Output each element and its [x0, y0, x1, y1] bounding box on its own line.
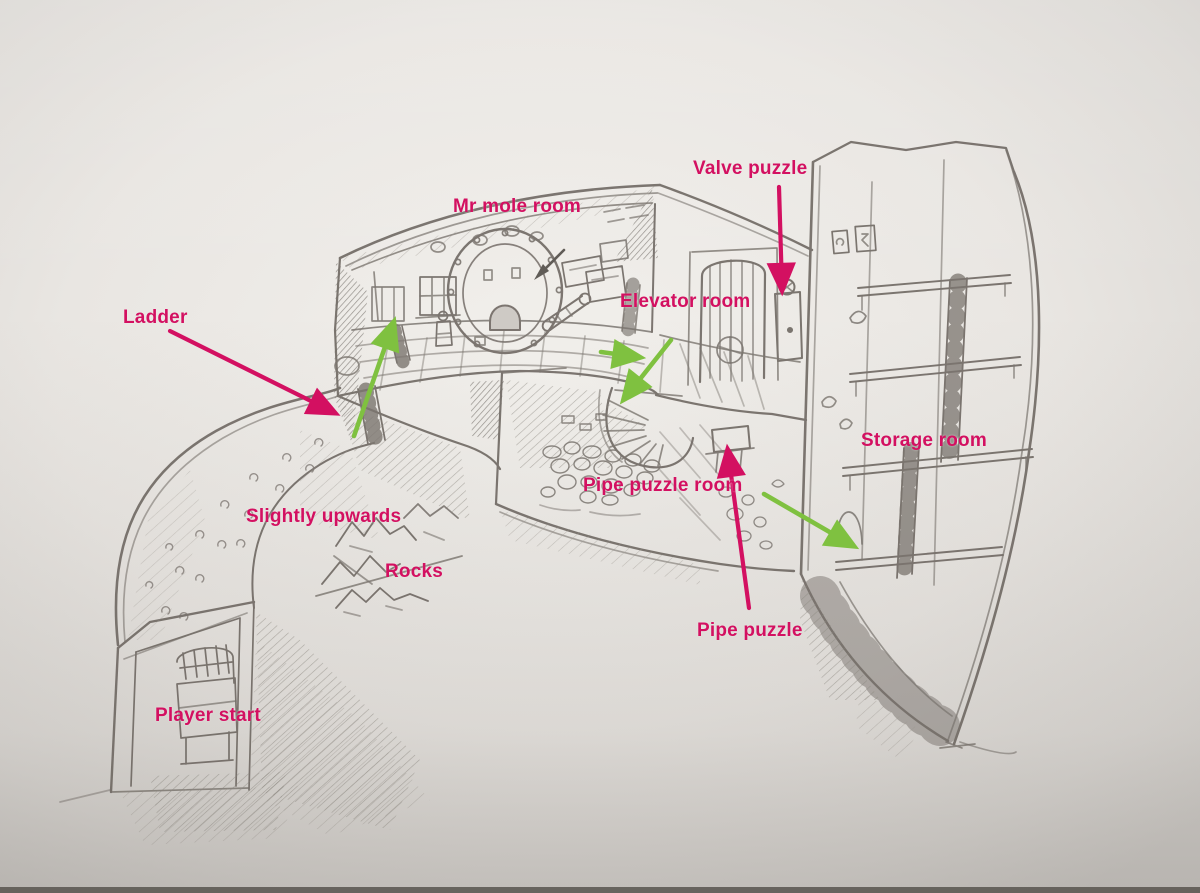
player-start-room-sketch	[59, 600, 430, 845]
label-slightly-upwards: Slightly upwards	[246, 506, 402, 527]
valve-puzzle-arrow	[766, 184, 796, 297]
storage-room-sketch	[799, 140, 1041, 760]
pipe-puzzle-arrow	[716, 443, 752, 611]
pipe-puzzle-room-sketch	[470, 367, 796, 585]
storage-green-arrow	[761, 491, 860, 550]
label-pipe-puzzle: Pipe puzzle	[697, 620, 803, 641]
label-ladder: Ladder	[123, 307, 188, 328]
label-valve-puzzle: Valve puzzle	[693, 158, 808, 179]
label-rocks: Rocks	[385, 561, 444, 582]
rocks-sketch	[315, 503, 463, 617]
label-player-start: Player start	[155, 705, 261, 726]
spiral-stairs-green-arrow	[619, 337, 674, 405]
ladder-arrow	[167, 328, 341, 416]
mole-room-sketch	[333, 183, 814, 444]
label-elevator-room: Elevator room	[620, 291, 751, 312]
ladder-up-green-arrow	[351, 316, 400, 439]
walkway-green-arrow	[598, 338, 647, 370]
label-pipe-puzzle-room: Pipe puzzle room	[583, 475, 743, 496]
photo-bottom-edge	[0, 887, 1200, 893]
label-storage-room: Storage room	[861, 430, 987, 451]
label-mr-mole-room: Mr mole room	[453, 196, 582, 217]
